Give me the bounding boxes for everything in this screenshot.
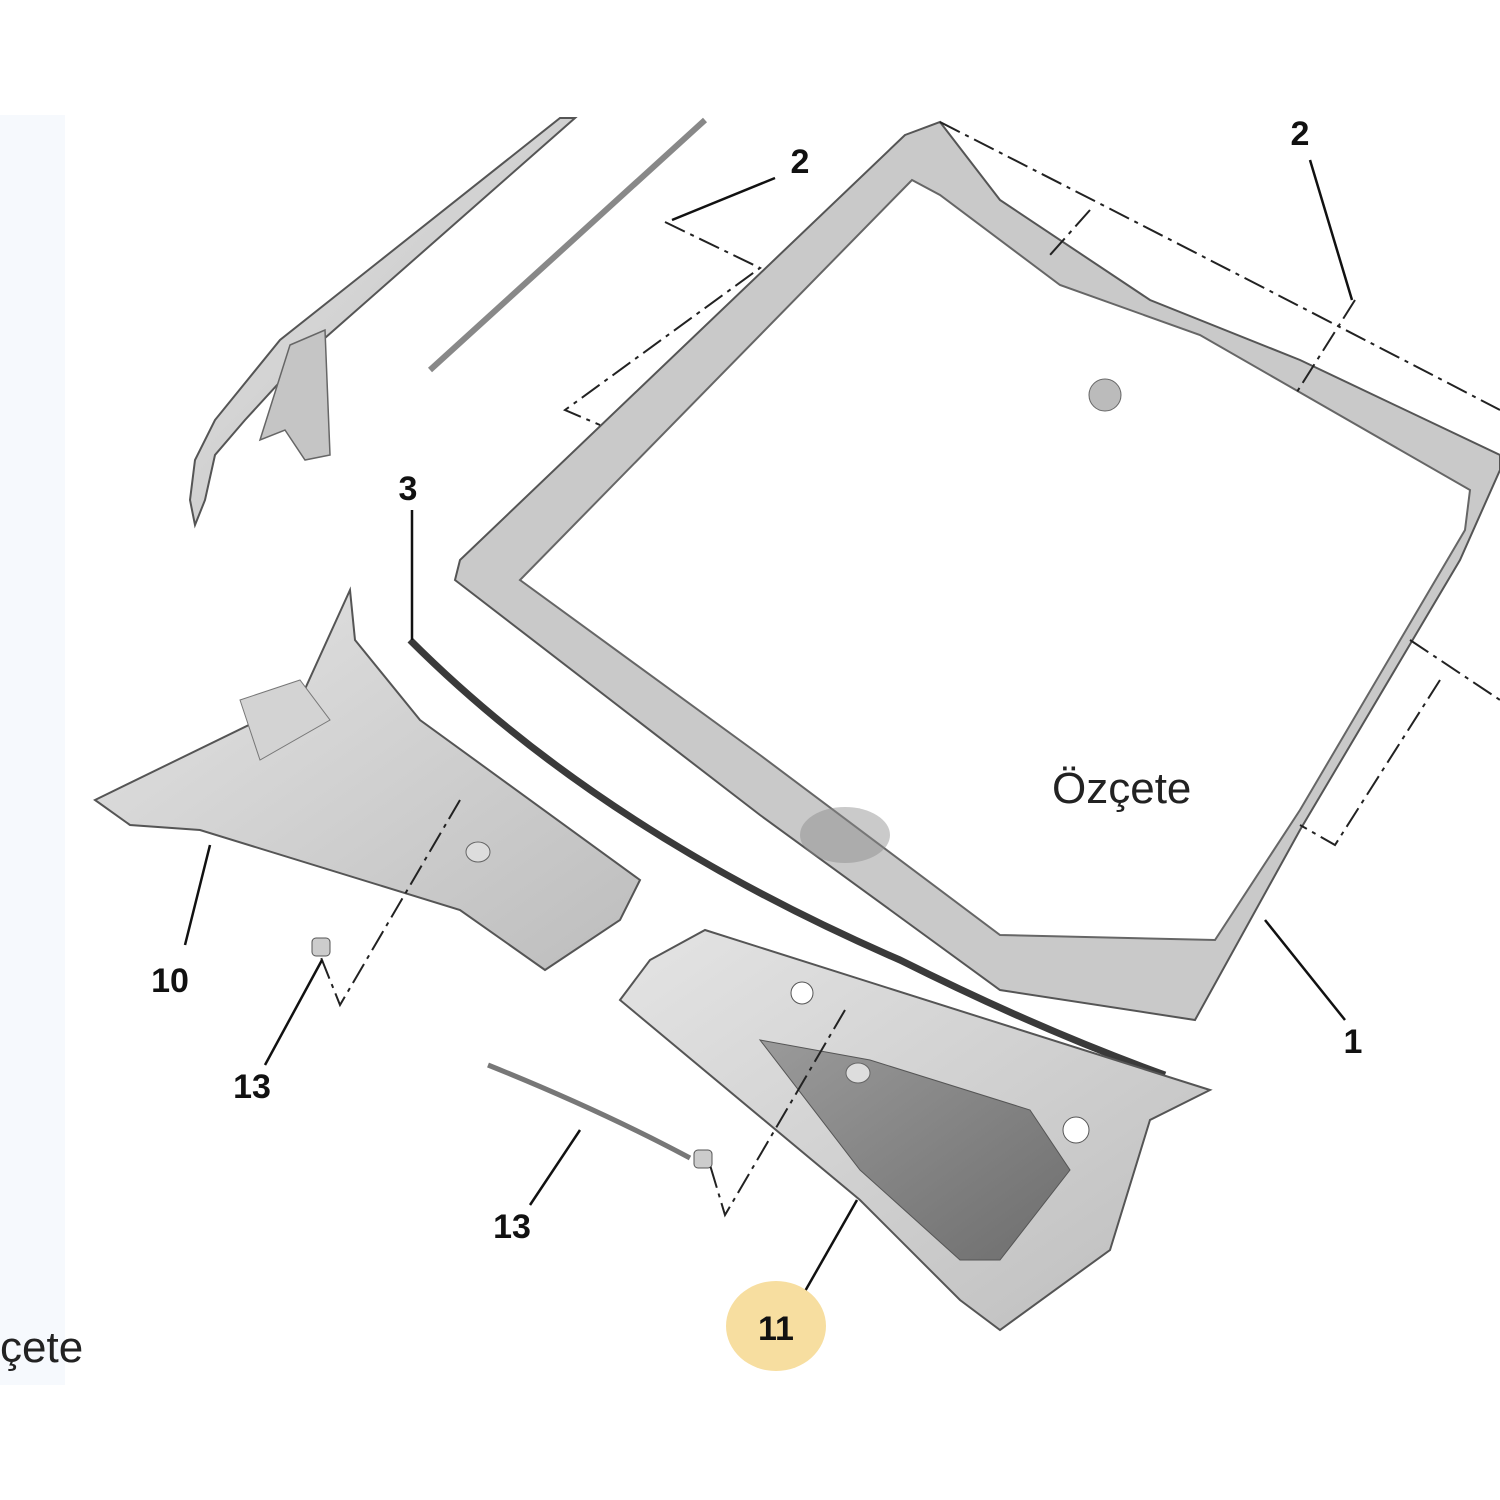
clip-13b-part — [693, 1149, 713, 1169]
cowl-left — [93, 586, 642, 972]
cowl-seal — [407, 637, 1167, 1079]
sensor-area — [800, 807, 890, 863]
leader-lines — [183, 159, 1354, 1301]
cowl-right — [618, 928, 1213, 1332]
callout-10[interactable]: 10 — [151, 962, 189, 1000]
left-side-panel — [0, 115, 65, 1385]
watermark-partial: çete — [0, 1323, 83, 1372]
a-pillar-trim — [188, 117, 578, 529]
callout-3[interactable]: 3 — [399, 470, 418, 508]
assembly-lines — [319, 121, 1500, 1218]
callout-2-right[interactable]: 2 — [1291, 115, 1310, 153]
callout-13b[interactable]: 13 — [493, 1208, 531, 1246]
callout-2-left[interactable]: 2 — [791, 143, 810, 181]
windshield — [453, 120, 1500, 1022]
rearview-mirror-mount — [1088, 378, 1122, 412]
clip-13a-part — [311, 937, 331, 957]
watermark: Özçete — [1052, 764, 1191, 813]
callout-13a[interactable]: 13 — [233, 1068, 271, 1106]
callout-1[interactable]: 1 — [1344, 1023, 1363, 1061]
roof-trim-strip — [427, 117, 708, 373]
callout-highlight — [726, 1281, 826, 1371]
callout-11[interactable]: 11 — [758, 1310, 794, 1348]
washer-hose — [487, 1062, 692, 1161]
